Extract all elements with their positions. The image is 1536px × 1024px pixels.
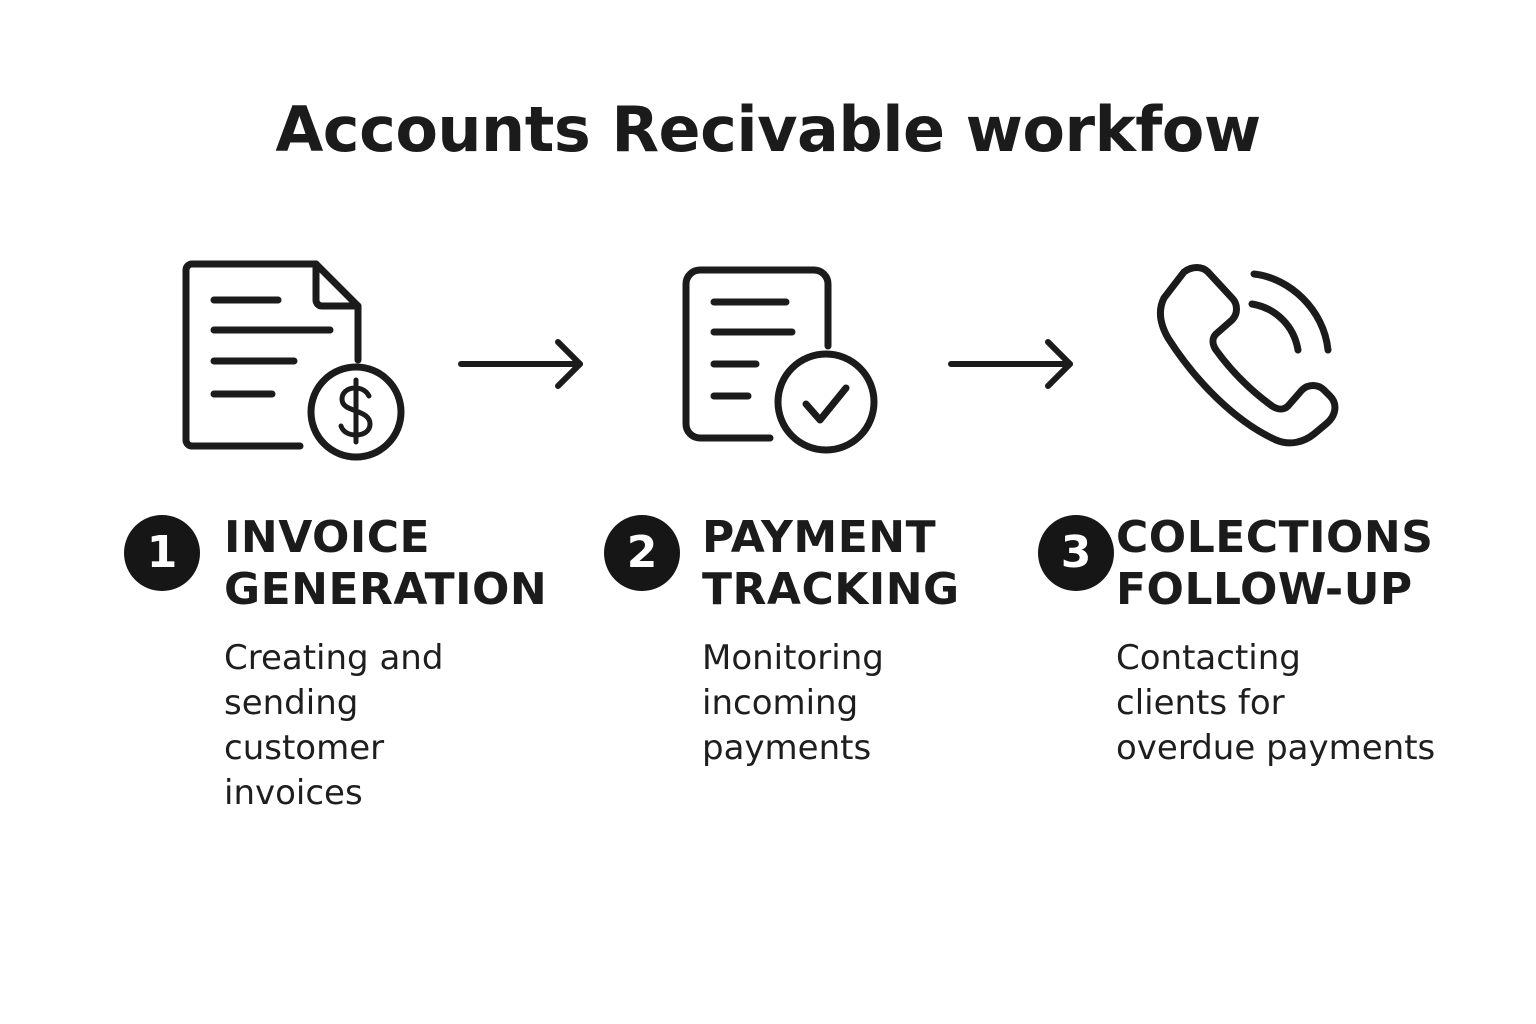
step-desc-line: Monitoring <box>702 638 884 678</box>
document-check-icon <box>672 254 892 464</box>
step-desc-line: Creating and <box>224 638 444 678</box>
step-number-badge-1: 1 <box>124 515 200 591</box>
step-title-line: COLECTIONS <box>1116 512 1434 563</box>
step-title-line: INVOICE <box>224 512 431 563</box>
step-title-line: FOLLOW-UP <box>1116 564 1413 615</box>
step-number-badge-2: 2 <box>604 515 680 591</box>
invoice-dollar-icon <box>170 250 420 470</box>
step-desc-line: sending <box>224 683 359 723</box>
step-description-1: Creating and sending customer invoices <box>224 636 443 816</box>
flow-arrow-2 <box>946 336 1082 396</box>
diagram-title: Accounts Recivable workfow <box>275 93 1261 166</box>
step-number-badge-3: 3 <box>1038 515 1114 591</box>
step-description-3: Contacting clients for overdue payments <box>1116 636 1435 771</box>
step-title-1: INVOICE GENERATION <box>224 512 547 616</box>
step-desc-line: customer <box>224 728 385 768</box>
phone-ringing-icon <box>1140 254 1350 464</box>
step-desc-line: payments <box>702 728 872 768</box>
step-desc-line: overdue payments <box>1116 728 1436 768</box>
step-title-line: TRACKING <box>702 564 960 615</box>
step-desc-line: invoices <box>224 773 363 813</box>
step-desc-line: incoming <box>702 683 859 723</box>
step-desc-line: clients for <box>1116 683 1285 723</box>
step-title-line: GENERATION <box>224 564 548 615</box>
flow-arrow-1 <box>456 336 592 396</box>
step-title-line: PAYMENT <box>702 512 937 563</box>
step-title-2: PAYMENT TRACKING <box>702 512 960 616</box>
step-desc-line: Contacting <box>1116 638 1301 678</box>
step-description-2: Monitoring incoming payments <box>702 636 884 771</box>
step-title-3: COLECTIONS FOLLOW-UP <box>1116 512 1433 616</box>
